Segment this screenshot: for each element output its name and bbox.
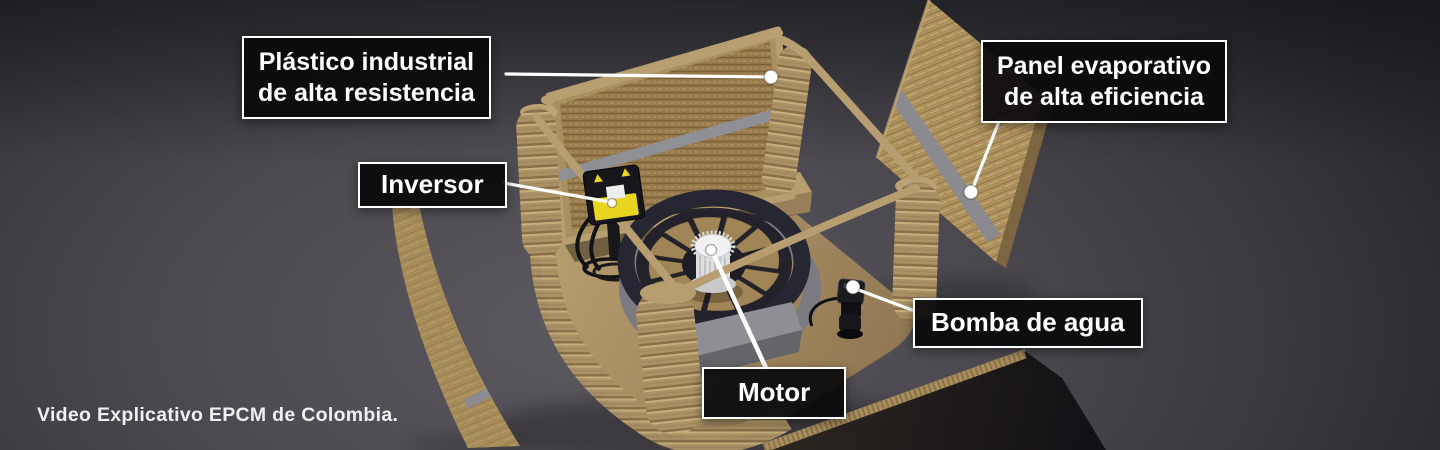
leader-line-inverter [502, 181, 612, 204]
callout-panel-label: Panel evaporativo de alta eficiencia [981, 40, 1227, 123]
leader-dot-inverter [606, 197, 618, 209]
leader-dot-motor [704, 243, 718, 257]
right-corner-post [892, 181, 940, 323]
callout-plastic-label: Plástico industrial de alta resistencia [242, 36, 491, 119]
callout-inverter-label: Inversor [358, 162, 507, 208]
back-right-post [761, 45, 813, 195]
leader-dot-pump [845, 279, 861, 295]
callout-motor-label: Motor [702, 367, 847, 419]
leader-line-panel [970, 117, 1002, 192]
rim-back-right [779, 36, 920, 182]
detached-panel-left-edge [391, 203, 520, 448]
callout-pump-label: Bomba de agua [913, 298, 1143, 348]
leader-line-plastic [504, 72, 772, 79]
leader-dot-panel [963, 184, 979, 200]
corner-posts [516, 104, 940, 435]
leader-dot-plastic [763, 69, 779, 85]
detached-panel-bottom [762, 349, 1106, 450]
inverter-device [582, 164, 646, 226]
leader-lines [502, 72, 1002, 371]
tub-ribbed-wall [530, 253, 792, 450]
front-corner-post [636, 287, 705, 435]
pad-gray-band [550, 104, 792, 184]
rim-front-right [673, 184, 920, 297]
leader-line-pump [854, 287, 914, 312]
leader-dots [606, 69, 979, 295]
fan-support-arm [647, 208, 789, 230]
leader-line-motor [710, 250, 769, 371]
panel-gray-band [883, 81, 1001, 243]
video-caption: Video Explicativo EPCM de Colombia. [37, 404, 399, 426]
left-corner-post [516, 108, 563, 258]
